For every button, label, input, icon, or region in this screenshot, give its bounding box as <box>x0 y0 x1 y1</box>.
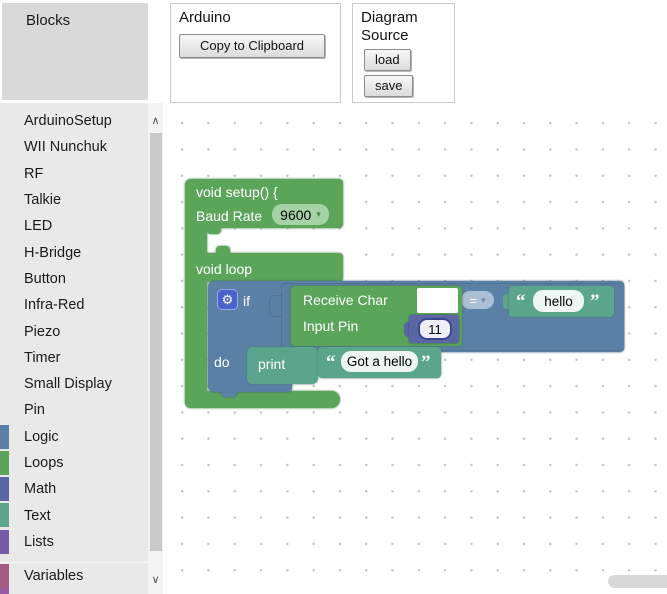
sidebar-item-piezo[interactable]: Piezo <box>0 318 148 344</box>
loop-spine[interactable] <box>185 281 207 392</box>
if-label: if <box>243 293 250 309</box>
category-color-bar <box>0 162 9 186</box>
sidebar-item-timer[interactable]: Timer <box>0 345 148 371</box>
hello-text-field[interactable]: hello <box>533 290 584 312</box>
open-quote-icon: “ <box>516 291 526 312</box>
statement-notch <box>216 246 230 254</box>
diagram-source-panel: Diagram Source load save <box>352 3 455 103</box>
category-color-bar <box>0 477 9 502</box>
baud-rate-label: Baud Rate <box>196 208 263 224</box>
category-color-bar <box>0 372 9 396</box>
sidebar-item-logic[interactable]: Logic <box>0 424 148 450</box>
sidebar-item-lists[interactable]: Lists <box>0 529 148 555</box>
setup-label: void setup() { <box>196 184 278 200</box>
blockly-workspace[interactable]: void setup() { Baud Rate void loop 9600▾… <box>163 103 667 594</box>
setup-block-spine[interactable] <box>185 227 207 255</box>
arduino-title: Arduino <box>179 9 231 26</box>
compare-left-tab <box>270 296 283 316</box>
category-color-bar <box>0 346 9 370</box>
string-block-tab <box>312 354 319 369</box>
diagram-source-title: Diagram Source <box>361 9 418 44</box>
close-quote-icon: ” <box>421 352 431 373</box>
sidebar-item-wii-nunchuk[interactable]: WII Nunchuk <box>0 134 148 160</box>
next-category-color-bar <box>0 588 9 594</box>
blocks-title: Blocks <box>26 12 71 29</box>
category-color-bar <box>0 240 9 264</box>
category-color-bar <box>0 135 9 159</box>
category-color-bar <box>0 529 9 554</box>
sidebar-item-talkie[interactable]: Talkie <box>0 187 148 213</box>
save-button[interactable]: save <box>364 75 414 97</box>
category-color-bar <box>0 188 9 212</box>
loop-bar[interactable] <box>185 253 343 282</box>
baud-rate-dropdown[interactable]: 9600▾ <box>272 204 329 225</box>
string-block-tab <box>503 294 510 309</box>
arduino-panel: Arduino Copy to Clipboard <box>170 3 341 103</box>
receive-char-label: Receive Char <box>303 292 388 308</box>
sidebar-item-variables[interactable]: Variables <box>0 562 148 589</box>
category-color-bar <box>0 450 9 475</box>
compare-operator-dropdown[interactable]: =▾ <box>461 291 494 309</box>
input-pin-label: Input Pin <box>303 318 359 334</box>
category-color-bar <box>0 293 9 317</box>
sidebar-scrollbar[interactable]: ∧ ∨ <box>148 103 163 594</box>
statement-notch <box>207 227 221 234</box>
do-spine[interactable] <box>208 350 248 383</box>
sidebar-item-arduinosetup[interactable]: ArduinoSetup <box>0 108 148 134</box>
sidebar-item-loops[interactable]: Loops <box>0 450 148 476</box>
sidebar-item-infra-red[interactable]: Infra-Red <box>0 292 148 318</box>
sidebar-item-led[interactable]: LED <box>0 213 148 239</box>
got-a-hello-text-field[interactable]: Got a hello <box>341 351 418 372</box>
print-label: print <box>258 356 286 372</box>
open-quote-icon: “ <box>326 352 336 373</box>
dropdown-arrow-icon: ▾ <box>316 209 321 219</box>
blocks-header: Blocks <box>2 3 148 100</box>
category-color-bar <box>0 503 9 528</box>
close-quote-icon: ” <box>590 291 600 312</box>
char-input-field[interactable] <box>417 288 458 313</box>
category-color-bar <box>0 267 9 291</box>
load-button[interactable]: load <box>364 49 411 71</box>
category-color-bar <box>0 424 9 449</box>
scroll-up-icon[interactable]: ∧ <box>151 115 160 127</box>
number-block-tab <box>404 322 412 337</box>
category-color-bar <box>0 319 9 343</box>
sidebar-item-math[interactable]: Math <box>0 476 148 502</box>
loop-label: void loop <box>196 261 253 277</box>
sidebar-scrollbar-thumb[interactable] <box>149 133 162 551</box>
copy-to-clipboard-button[interactable]: Copy to Clipboard <box>179 34 325 58</box>
category-color-bar <box>0 564 9 589</box>
sidebar-item-h-bridge[interactable]: H-Bridge <box>0 239 148 265</box>
sidebar-item-button[interactable]: Button <box>0 266 148 292</box>
print-block[interactable]: print <box>247 347 318 384</box>
dropdown-arrow-icon: ▾ <box>481 294 486 305</box>
block-category-list: ArduinoSetup WII Nunchuk RF Talkie LED H… <box>0 103 148 594</box>
canvas-horizontal-scrollbar[interactable] <box>608 575 667 588</box>
setup-block-bottom[interactable] <box>185 391 340 408</box>
mutator-gear-icon[interactable]: ⚙ <box>217 289 238 310</box>
category-color-bar <box>0 214 9 238</box>
sidebar-item-pin[interactable]: Pin <box>0 397 148 423</box>
sidebar-item-rf[interactable]: RF <box>0 161 148 187</box>
scroll-down-icon[interactable]: ∨ <box>151 574 160 586</box>
category-color-bar <box>0 398 9 422</box>
sidebar-item-text[interactable]: Text <box>0 502 148 528</box>
do-label: do <box>214 354 230 370</box>
category-color-bar <box>0 109 9 133</box>
next-notch <box>221 390 237 397</box>
pin-number-field[interactable]: 11 <box>418 318 452 340</box>
sidebar-item-small-display[interactable]: Small Display <box>0 371 148 397</box>
